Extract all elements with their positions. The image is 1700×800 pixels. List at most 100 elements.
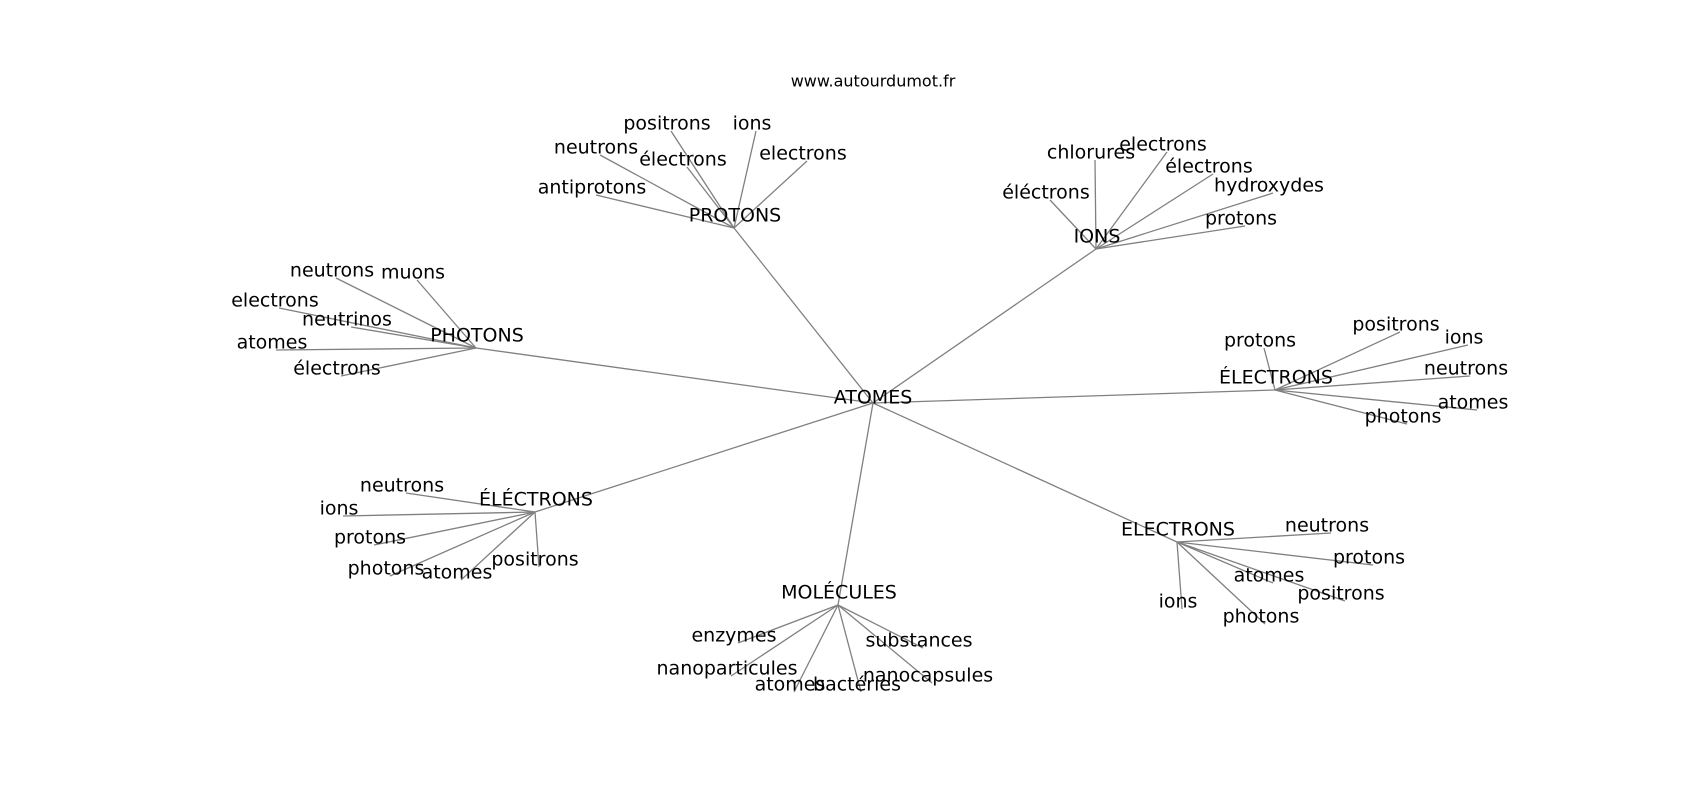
edge-group-to-word — [1049, 199, 1097, 250]
group-node-label: PROTONS — [689, 205, 781, 227]
leaf-node-label: électrons — [1165, 156, 1253, 178]
leaf-node-label: photons — [348, 558, 425, 580]
edge-group-to-word — [1176, 541, 1266, 625]
leaf-node-label: positrons — [1297, 583, 1384, 605]
edge-group-to-word — [1094, 159, 1097, 250]
leaf-node-label: neutrons — [290, 260, 374, 282]
leaf-node-label: photons — [1365, 406, 1442, 428]
edge-center-to-group — [872, 402, 1178, 543]
leaf-node-label: électrons — [639, 149, 727, 171]
group-node-label: IONS — [1074, 226, 1121, 248]
leaf-node-label: bactéries — [813, 674, 901, 696]
center-node-label: ATOMES — [834, 387, 913, 409]
group-node-label: PHOTONS — [430, 325, 524, 347]
edge-group-to-word — [1176, 532, 1332, 543]
graph-edges — [275, 130, 1478, 693]
leaf-node-label: atomes — [422, 562, 493, 584]
leaf-node-label: atomes — [1438, 392, 1509, 414]
edge-group-to-word — [837, 604, 862, 693]
edge-group-to-word — [1176, 541, 1346, 602]
edge-group-to-word — [595, 194, 735, 229]
edge-group-to-word — [793, 604, 839, 693]
edge-group-to-word — [1095, 151, 1168, 250]
edge-group-to-word — [1274, 375, 1471, 391]
leaf-node-label: protons — [1333, 547, 1405, 569]
leaf-node-label: hydroxydes — [1214, 175, 1324, 197]
edge-group-to-word — [686, 166, 735, 229]
leaf-node-label: muons — [381, 262, 445, 284]
leaf-node-label: positrons — [491, 549, 578, 571]
group-node-label: ELECTRONS — [1121, 519, 1235, 541]
edge-group-to-word — [275, 347, 477, 351]
edge-group-to-word — [737, 604, 839, 644]
leaf-node-label: atomes — [755, 674, 826, 696]
leaf-node-label: éléctrons — [1002, 182, 1090, 204]
edge-center-to-group — [534, 402, 874, 513]
edge-group-to-word — [389, 511, 536, 577]
leaf-node-label: nanocapsules — [863, 665, 993, 687]
edge-center-to-group — [837, 402, 874, 606]
leaf-node-label: neutrinos — [302, 309, 392, 331]
group-node-label: ÉLÉCTRONS — [479, 488, 593, 511]
edge-group-to-word — [1176, 541, 1183, 610]
edge-group-to-word — [1274, 331, 1401, 391]
leaf-node-label: photons — [1223, 606, 1300, 628]
leaf-node-label: neutrons — [554, 137, 638, 159]
leaf-node-label: nanoparticules — [657, 658, 798, 680]
leaf-node-label: protons — [334, 527, 406, 549]
edge-center-to-group — [475, 347, 874, 404]
leaf-node-label: atomes — [237, 332, 308, 354]
leaf-node-label: enzymes — [691, 625, 776, 647]
leaf-node-label: chlorures — [1047, 142, 1135, 164]
group-node-label: ÉLECTRONS — [1219, 366, 1333, 389]
edge-group-to-word — [837, 604, 924, 649]
edge-group-to-word — [733, 160, 808, 229]
leaf-node-label: électrons — [293, 358, 381, 380]
edge-group-to-word — [670, 130, 735, 229]
edge-group-to-word — [335, 277, 477, 349]
leaf-node-label: electrons — [1119, 134, 1207, 156]
edge-center-to-group — [872, 389, 1276, 404]
leaf-node-label: electrons — [759, 143, 847, 165]
edge-group-to-word — [1274, 344, 1469, 391]
edge-group-to-word — [730, 604, 839, 677]
edge-group-to-word — [733, 130, 757, 229]
leaf-node-label: ions — [320, 498, 359, 520]
edge-group-to-word — [837, 604, 933, 684]
leaf-node-label: positrons — [1352, 314, 1439, 336]
leaf-node-label: substances — [865, 630, 972, 652]
edge-group-to-word — [373, 511, 536, 546]
edge-group-to-word — [340, 347, 477, 377]
edge-center-to-group — [733, 227, 874, 404]
leaf-node-label: positrons — [623, 113, 710, 135]
edge-group-to-word — [534, 511, 540, 568]
edge-group-to-word — [416, 279, 477, 349]
edge-group-to-word — [1176, 541, 1374, 566]
leaf-node-label: ions — [1445, 327, 1484, 349]
edge-group-to-word — [350, 326, 477, 349]
edge-group-to-word — [460, 511, 536, 581]
leaf-node-label: neutrons — [1424, 358, 1508, 380]
leaf-node-label: antiprotons — [538, 177, 647, 199]
edge-group-to-word — [1095, 192, 1274, 250]
source-url: www.autourdumot.fr — [791, 72, 956, 91]
leaf-node-label: electrons — [231, 290, 319, 312]
edge-group-to-word — [342, 511, 536, 517]
edge-group-to-word — [1095, 173, 1214, 250]
edge-group-to-word — [1263, 347, 1276, 391]
edge-group-to-word — [405, 492, 536, 513]
edge-group-to-word — [599, 154, 735, 229]
leaf-node-label: ions — [1159, 591, 1198, 613]
edge-group-to-word — [278, 307, 477, 349]
edge-group-to-word — [1095, 225, 1246, 250]
leaf-node-label: protons — [1224, 330, 1296, 352]
leaf-node-label: neutrons — [1285, 515, 1369, 537]
leaf-node-label: protons — [1205, 208, 1277, 230]
edge-center-to-group — [872, 248, 1097, 404]
group-node-label: MOLÉCULES — [781, 581, 897, 604]
edge-group-to-word — [1274, 389, 1408, 425]
edge-group-to-word — [1176, 541, 1274, 584]
leaf-node-label: neutrons — [360, 475, 444, 497]
